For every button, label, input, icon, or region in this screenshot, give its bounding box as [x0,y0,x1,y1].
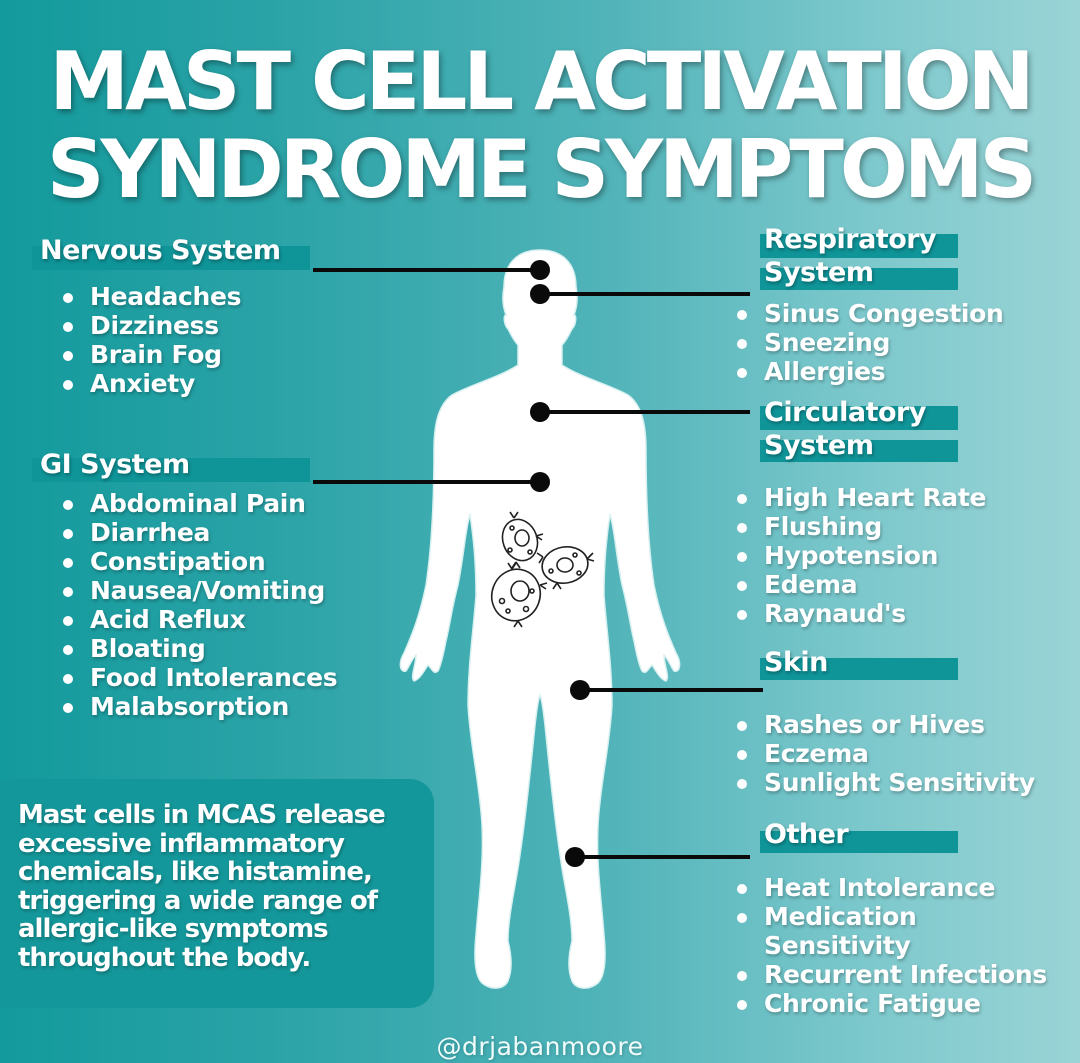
info-box: Mast cells in MCAS release excessive inf… [0,779,434,1008]
marker-dot-respiratory [530,284,550,304]
heading-text-line-2: System [764,430,874,461]
symptom-list-nervous: Headaches Dizziness Brain Fog Anxiety [60,282,242,398]
list-item: Headaches [60,282,242,311]
mast-cell-icon [490,511,595,628]
list-item: Bloating [60,634,337,663]
leader-line-respiratory [540,292,750,296]
heading-bar [760,831,958,853]
list-item: Constipation [60,547,337,576]
section-heading-other: Other [760,819,958,853]
list-item: Dizziness [60,311,241,340]
heading-bar [760,234,958,258]
leader-line-skin [580,688,763,692]
author-handle: @drjabanmoore [436,1032,644,1061]
list-item: Malabsorption [60,692,337,721]
list-item: Acid Reflux [60,605,337,634]
info-text: Mast cells in MCAS release excessive inf… [18,800,386,973]
leader-line-circulatory [540,410,750,414]
heading-bar [760,440,958,462]
list-item: High Heart Rate [734,483,986,512]
title-line-1: MAST CELL ACTIVATION [49,35,1034,128]
list-item-continuation: Sensitivity [764,931,911,960]
symptom-list-respiratory: Sinus Congestion Sneezing Allergies [734,299,1004,386]
heading-text: Nervous System [40,235,281,266]
leader-line-nervous [313,268,539,272]
page-title: MAST CELL ACTIVATION SYNDROME SYMPTOMS [0,38,1080,214]
symptom-list-skin: Rashes or Hives Eczema Sunlight Sensitiv… [734,710,1035,797]
symptom-list-other: Heat Intolerance Medication Sensitivity … [734,873,1047,1018]
list-item: Rashes or Hives [734,710,1035,739]
list-item: Eczema [734,739,1035,768]
heading-bar [32,246,310,270]
list-item: Brain Fog [60,340,241,369]
list-item: Recurrent Infections [734,960,1047,989]
marker-dot-skin [570,680,590,700]
marker-dot-other [565,847,585,867]
list-item: Food Intolerances [60,663,338,692]
heading-bar [760,268,958,290]
heading-text: Skin [764,647,828,678]
marker-dot-gi [530,472,550,492]
list-item: Diarrhea [60,518,337,547]
list-item: Raynaud's [734,599,986,628]
list-item: Edema [734,570,986,599]
mast-cell-1 [501,511,544,569]
list-item: Allergies [734,357,1004,386]
marker-dot-circulatory [530,402,550,422]
section-heading-nervous: Nervous System [32,235,310,270]
body-silhouette [399,249,681,989]
heading-text: Other [764,819,849,850]
heading-text-line-1: Circulatory [764,397,926,428]
section-heading-gi: GI System [32,449,310,482]
section-heading-circulatory: Circulatory System [760,397,958,462]
list-item: Sunlight Sensitivity [734,768,1035,797]
symptom-list-gi: Abdominal Pain Diarrhea Constipation Nau… [60,489,338,721]
list-item: Sneezing [734,328,1004,357]
marker-dot-nervous [530,260,550,280]
list-item: Medication [734,902,1047,931]
heading-text: GI System [40,449,190,480]
list-item: Anxiety [60,369,241,398]
list-item: Flushing [734,512,986,541]
human-body-icon [399,249,681,989]
section-heading-respiratory: Respiratory System [760,224,958,290]
list-item: Chronic Fatigue [734,989,1047,1018]
leader-line-other [575,855,750,859]
title-line-2: SYNDROME SYMPTOMS [46,123,1037,216]
heading-text-line-2: System [764,257,874,288]
heading-text-line-1: Respiratory [764,224,937,255]
mast-cell-2 [536,546,595,590]
section-heading-skin: Skin [760,647,958,680]
list-item: Hypotension [734,541,986,570]
list-item: Sinus Congestion [734,299,1004,328]
heading-bar [32,458,310,482]
leader-line-gi [313,480,539,484]
heading-bar [760,406,958,430]
list-item: Heat Intolerance [734,873,1047,902]
list-item: Abdominal Pain [60,489,337,518]
mast-cell-3 [490,562,548,628]
symptom-list-circulatory: High Heart Rate Flushing Hypotension Ede… [734,483,986,628]
heading-bar [760,658,958,680]
list-item: Nausea/Vomiting [60,576,337,605]
